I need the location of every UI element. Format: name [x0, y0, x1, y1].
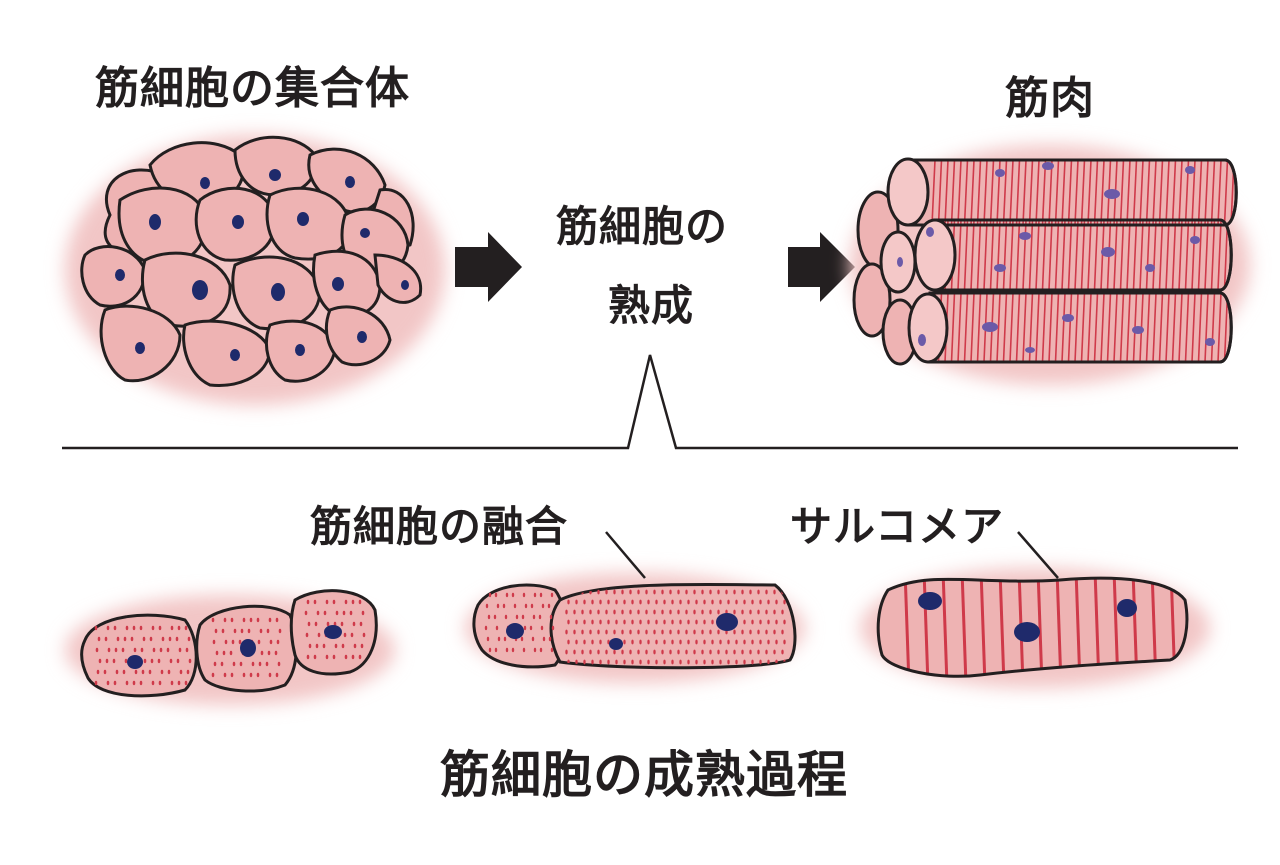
- maturation-label-line1: 筋細胞の: [556, 202, 729, 251]
- sarcomere-label: サルコメア: [790, 502, 1005, 551]
- muscle-label: 筋肉: [1005, 73, 1095, 124]
- sarcomere-cell: [860, 568, 1210, 688]
- fusion-leader-line: [605, 531, 646, 579]
- maturation-label-line2: 熟成: [608, 281, 695, 330]
- arrow-right-icon: [455, 232, 522, 302]
- sarcomere-leader-line: [1017, 531, 1059, 579]
- fusing-cells: [465, 573, 805, 683]
- cluster-label: 筋細胞の集合体: [95, 63, 410, 114]
- arrow-right-icon: [788, 232, 855, 302]
- muscle-bundle: [850, 145, 1250, 385]
- fusion-label: 筋細胞の融合: [310, 502, 569, 551]
- callout-divider-line: [62, 354, 1238, 450]
- process-title: 筋細胞の成熟過程: [440, 746, 848, 804]
- separate-cells: [65, 589, 395, 705]
- cell-cluster: [65, 135, 445, 405]
